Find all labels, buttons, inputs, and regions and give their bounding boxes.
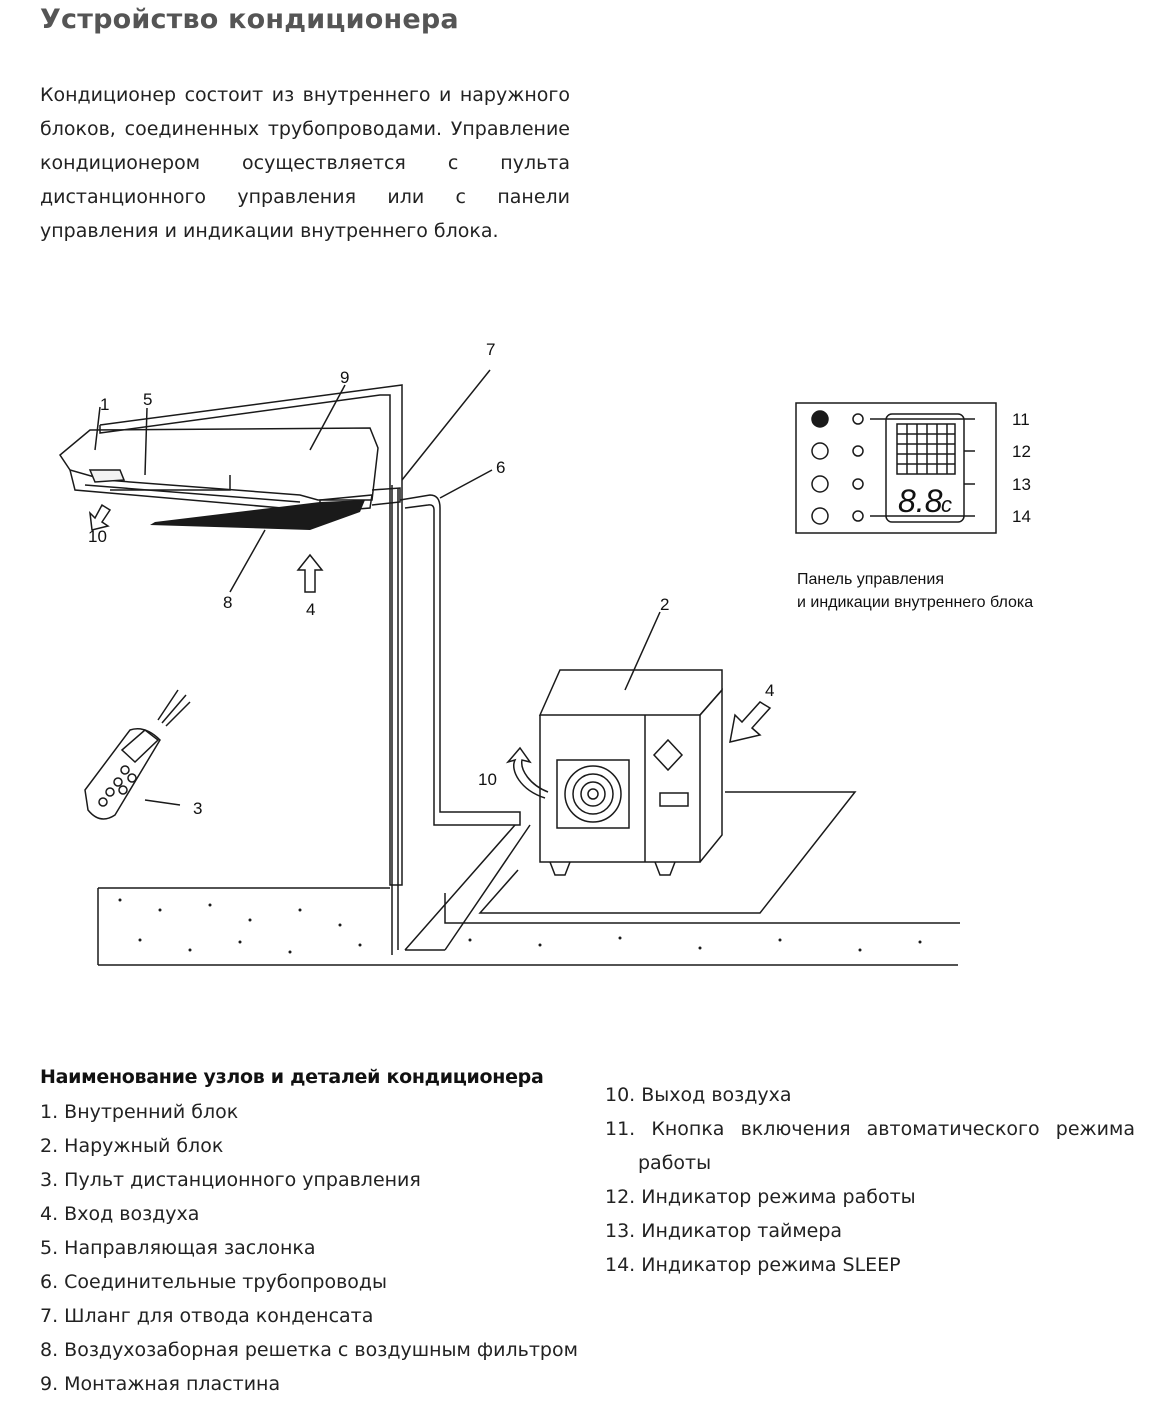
callout-9: 9: [340, 368, 349, 387]
list-item: 5. Направляющая заслонка: [40, 1237, 316, 1259]
list-item: 4. Вход воздуха: [40, 1203, 200, 1225]
air-intake-arrow-indoor: [296, 553, 324, 593]
timer-icon: [811, 475, 829, 493]
list-item: 8. Воздухозаборная решетка с воздушным ф…: [40, 1339, 578, 1361]
sleep-led: [852, 510, 864, 522]
display-unit: c: [941, 492, 952, 517]
callout-14: 14: [1012, 507, 1031, 526]
callout-10-outdoor: 10: [478, 770, 497, 789]
list-item: 14. Индикатор режима SLEEP: [605, 1254, 901, 1276]
fan-mode-icon: [811, 442, 829, 460]
air-conditioner-diagram: 1 5 9 7 6 10 8 4 3 2 4 10 11 12 13 14 8.…: [59, 340, 1031, 966]
intro-paragraph: Кондиционер состоит из внутреннего и нар…: [40, 84, 570, 242]
drain-hose: [391, 485, 399, 955]
air-outlet-arrow: [505, 746, 549, 799]
air-intake-arrow: [729, 701, 772, 743]
callout-3: 3: [193, 799, 202, 818]
sleep-icon: [811, 507, 829, 525]
connecting-pipes: [399, 494, 521, 826]
mode-led: [852, 445, 864, 457]
ground-surface: [97, 887, 960, 966]
louver-flap: [88, 469, 126, 483]
list-item: 3. Пульт дистанционного управления: [40, 1169, 421, 1191]
callout-1: 1: [100, 395, 109, 414]
intake-grille: [150, 500, 365, 530]
concrete-texture: [118, 898, 922, 954]
auto-mode-led: [852, 413, 864, 425]
indoor-unit: [59, 427, 401, 513]
list-item: 6. Соединительные трубопроводы: [40, 1271, 388, 1293]
list-item: 10. Выход воздуха: [605, 1084, 792, 1106]
list-item: 9. Монтажная пластина: [40, 1373, 281, 1395]
callout-8: 8: [223, 593, 232, 612]
list-item: 11. Кнопка включения автоматического реж…: [605, 1118, 1135, 1174]
panel-caption: Панель управления и индикации внутреннег…: [797, 568, 1033, 614]
callout-10: 10: [88, 527, 107, 546]
list-item: 12. Индикатор режима работы: [605, 1186, 916, 1208]
outdoor-base-slab: [478, 791, 857, 914]
display-readout: 8.8: [898, 483, 943, 519]
callout-5: 5: [143, 390, 152, 409]
auto-mode-icon: [811, 410, 829, 428]
page-title: Устройство кондиционера: [40, 4, 459, 35]
callout-7: 7: [486, 340, 495, 359]
list-item: 1. Внутренний блок: [40, 1101, 239, 1123]
legend-title: Наименование узлов и деталей кондиционер…: [40, 1066, 544, 1088]
callout-2: 2: [660, 595, 669, 614]
callout-11: 11: [1012, 410, 1030, 429]
panel-caption-line1: Панель управления: [797, 571, 944, 588]
air-outlet-arrow-indoor: [89, 503, 112, 531]
callout-13: 13: [1012, 475, 1031, 494]
remote-control: [84, 689, 191, 820]
parts-list-left: 1. Внутренний блок 2. Наружный блок 3. П…: [40, 1095, 580, 1401]
panel-caption-line2: и индикации внутреннего блока: [797, 594, 1034, 611]
list-item: 13. Индикатор таймера: [605, 1220, 843, 1242]
callout-12: 12: [1012, 442, 1031, 461]
callout-6: 6: [496, 458, 505, 477]
list-item: 7. Шланг для отвода конденсата: [40, 1305, 374, 1327]
outdoor-unit: [538, 669, 723, 876]
list-item: 2. Наружный блок: [40, 1135, 224, 1157]
parts-list-right: 10. Выход воздуха 11. Кнопка включения а…: [605, 1078, 1135, 1282]
callout-4: 4: [306, 600, 315, 619]
timer-led: [852, 478, 864, 490]
control-panel-box: [795, 402, 997, 534]
callout-4-outdoor: 4: [765, 681, 774, 700]
